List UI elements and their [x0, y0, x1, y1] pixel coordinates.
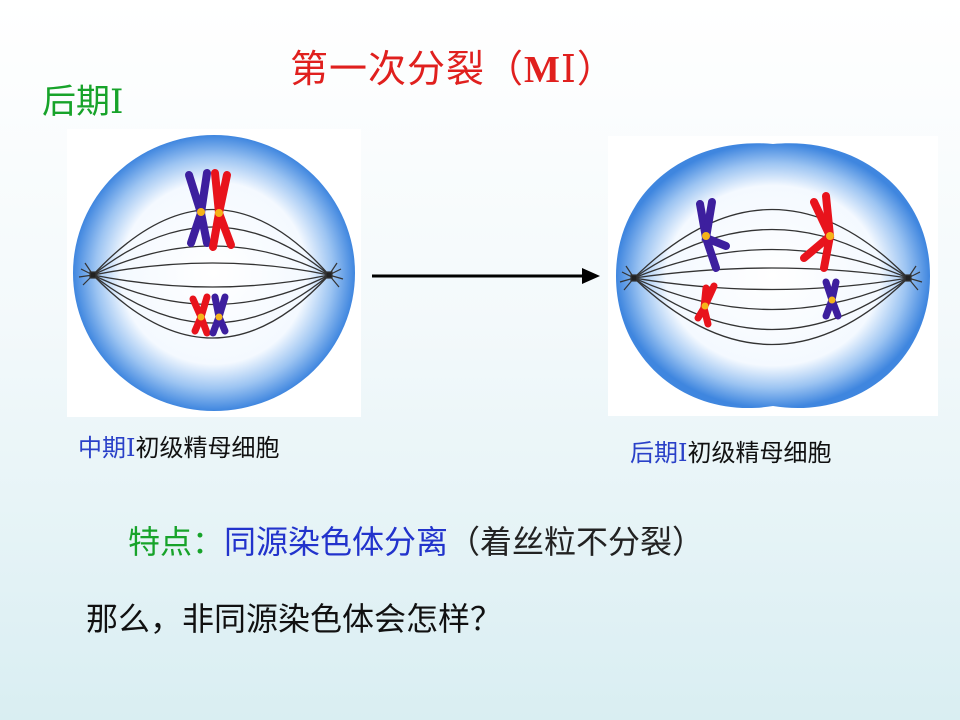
- slide-title: 第一次分裂（MⅠ）: [290, 38, 616, 93]
- phase-label: 后期Ⅰ: [42, 82, 124, 122]
- large-homologous-pair: [185, 169, 235, 251]
- metaphase-cell-illustration: [73, 135, 355, 411]
- metaphase-cell-figure: [67, 129, 361, 417]
- spindle-fibers: [633, 209, 909, 345]
- centromere: [215, 313, 223, 321]
- separating-small-chromosomes: [694, 278, 842, 328]
- feature-value: 同源染色体分离: [224, 523, 449, 561]
- feature-statement: 特点：同源染色体分离（着丝粒不分裂）: [128, 517, 704, 563]
- centromere: [701, 302, 709, 310]
- question-text: 那么，非同源染色体会怎样？: [86, 600, 503, 638]
- caption-cell-type: 初级精母细胞: [135, 434, 280, 462]
- caption-stage: 中期Ⅰ: [78, 434, 136, 462]
- feature-key: 特点：: [128, 523, 225, 561]
- centromere: [826, 232, 834, 240]
- cell-membrane: [616, 143, 930, 409]
- centromere: [215, 209, 223, 217]
- feature-note: （着丝粒不分裂）: [448, 523, 705, 561]
- title-m: M: [524, 49, 561, 91]
- anaphase-caption: 后期Ⅰ初级精母细胞: [630, 433, 831, 468]
- right-aster-icon: [904, 265, 923, 291]
- small-homologous-pair: [189, 293, 229, 337]
- left-aster-icon: [78, 262, 97, 286]
- title-prefix: 第一次分裂（: [290, 47, 525, 91]
- left-aster-icon: [619, 265, 638, 291]
- anaphase-cell-figure: [608, 136, 938, 416]
- centromere: [702, 232, 710, 240]
- title-suffix: Ⅰ）: [560, 47, 616, 91]
- centromere: [828, 296, 836, 304]
- caption-cell-type: 初级精母细胞: [687, 439, 832, 467]
- metaphase-caption: 中期Ⅰ初级精母细胞: [78, 428, 279, 463]
- centromere: [197, 208, 205, 216]
- right-arrow-icon: [372, 268, 600, 284]
- right-aster-icon: [325, 262, 344, 288]
- anaphase-cell-illustration: [616, 143, 930, 409]
- cell-membrane: [73, 135, 355, 411]
- separating-large-chromosomes: [696, 192, 835, 272]
- centromere: [197, 313, 205, 321]
- caption-stage: 后期Ⅰ: [630, 439, 688, 467]
